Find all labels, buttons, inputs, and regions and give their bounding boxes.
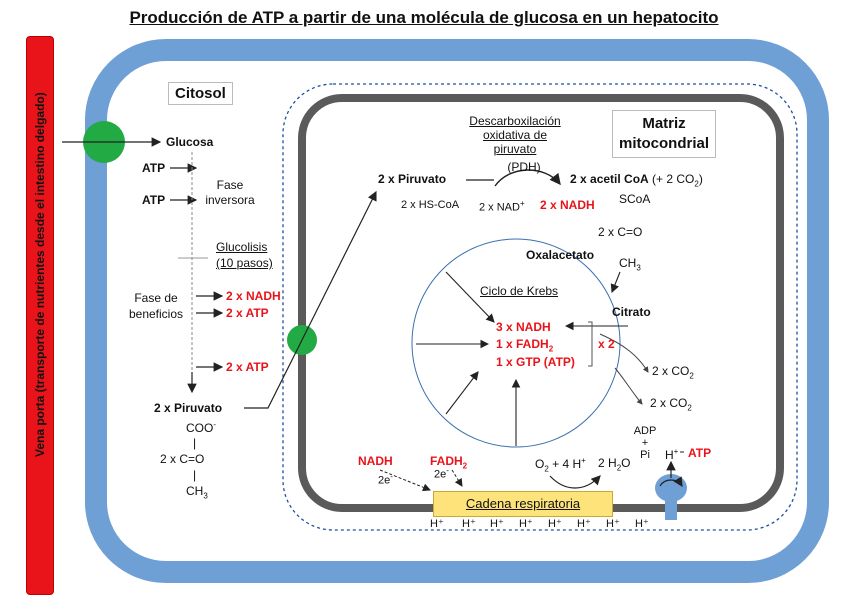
- hplus-6: H⁺: [577, 518, 591, 530]
- fase-inversora-label: Fase inversora: [205, 178, 255, 207]
- chain-nadh: NADH: [358, 454, 393, 468]
- chain-fadh2: FADH2: [430, 454, 468, 471]
- krebs-nadh: 3 x NADH: [496, 320, 551, 334]
- vena-porta-bar: Vena porta (transporte de nutrientes des…: [26, 36, 54, 595]
- hplus-8: H⁺: [635, 518, 649, 530]
- hplus-5: H⁺: [548, 518, 562, 530]
- krebs-label: Ciclo de Krebs: [480, 284, 559, 298]
- piruvato-co: 2 x C=O: [160, 452, 205, 466]
- atp-synthase-head: [655, 474, 687, 502]
- piruvato-cytosol: 2 x Piruvato: [154, 401, 223, 415]
- hplus-2: H⁺: [462, 518, 476, 530]
- piruvato-bond-1: |: [193, 436, 197, 450]
- citosol-label: Citosol: [168, 82, 233, 105]
- fase-beneficios-label: Fase de beneficios: [128, 291, 184, 321]
- krebs-x2: x 2: [598, 337, 615, 351]
- oxalacetato-label: Oxalacetato: [526, 248, 595, 262]
- hplus-7: H⁺: [606, 518, 620, 530]
- nad-label: 2 x NAD+: [479, 199, 525, 214]
- synthase-atp-label: ATP: [688, 446, 712, 460]
- glucolisis-atp-1: 2 x ATP: [226, 306, 269, 320]
- adp-pi-label: ADP+Pi: [633, 425, 657, 461]
- hplus-1: H⁺: [430, 518, 444, 530]
- atp-input-1: ATP: [142, 161, 166, 175]
- pdh-nadh: 2 x NADH: [540, 198, 595, 212]
- oxygen-label: O2 + 4 H+: [535, 456, 586, 474]
- piruvato-ch3: CH3: [186, 484, 208, 501]
- krebs-gtp: 1 x GTP (ATP): [496, 355, 575, 369]
- piruvato-coo: COO-: [186, 420, 217, 435]
- citrato-label: Citrato: [612, 305, 651, 319]
- glucosa-label: Glucosa: [166, 135, 214, 149]
- glucolisis-atp-2: 2 x ATP: [226, 360, 269, 374]
- piruvato-bond-2: |: [193, 468, 197, 482]
- electrons-1: 2e-: [378, 472, 393, 487]
- cell-membrane: [85, 39, 829, 583]
- pasos-label: (10 pasos): [216, 256, 273, 270]
- acetil-scoa: SCoA: [619, 192, 651, 206]
- glucolisis-nadh: 2 x NADH: [226, 289, 281, 303]
- pdh-label: (PDH): [507, 160, 541, 174]
- co2-output-2: 2 x CO2: [650, 396, 692, 413]
- krebs-cycle-circle: [411, 238, 621, 448]
- acetil-co: 2 x C=O: [598, 225, 643, 239]
- water-label: 2 H2O: [598, 456, 631, 473]
- piruvato-matriz: 2 x Piruvato: [378, 172, 447, 186]
- hplus-4: H⁺: [519, 518, 533, 530]
- atp-input-2: ATP: [142, 193, 166, 207]
- acetil-ch3: CH3: [619, 256, 641, 273]
- krebs-fadh2: 1 x FADH2: [496, 337, 554, 354]
- hplus-3: H⁺: [490, 518, 504, 530]
- electrons-2: 2e-: [434, 466, 449, 481]
- co2-output-1: 2 x CO2: [652, 364, 694, 381]
- hs-coa-label: 2 x HS-CoA: [401, 199, 460, 211]
- diagram-title: Producción de ATP a partir de una molécu…: [129, 8, 719, 27]
- glucolisis-label: Glucolisis: [216, 240, 268, 254]
- mito-outer-membrane: [282, 83, 798, 531]
- cadena-respiratoria-box: Cadena respiratoria: [433, 491, 613, 517]
- acetil-coa-label: 2 x acetil CoA (+ 2 CO2): [570, 172, 703, 189]
- synthase-h-label: H+: [665, 447, 679, 462]
